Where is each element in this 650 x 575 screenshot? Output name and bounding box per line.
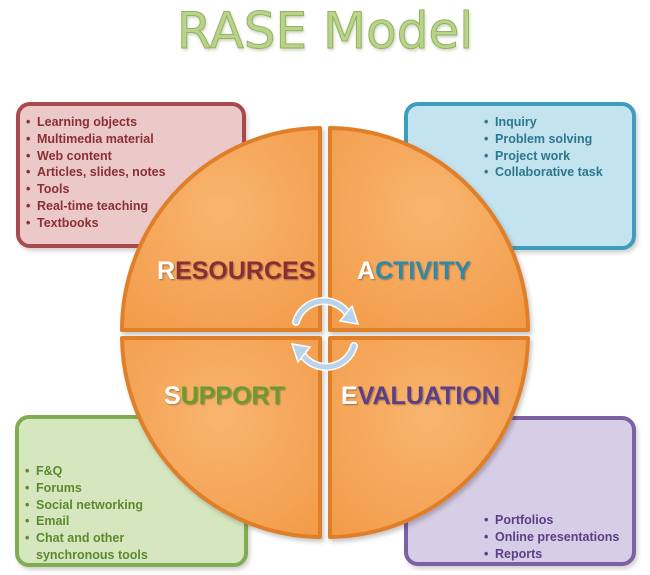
list-item: Real-time teaching: [26, 198, 166, 215]
list-item: Collaborative task: [484, 164, 603, 181]
list-item: Inquiry: [484, 114, 603, 131]
list-item: Online presentations: [484, 529, 619, 546]
list-item: Social networking: [25, 497, 148, 514]
list-item: Chat and other: [25, 530, 148, 547]
list-item: Textbooks: [26, 215, 166, 232]
evaluation-list: Portfolios Online presentations Reports: [484, 512, 619, 562]
evaluation-label: EVALUATION: [341, 382, 500, 410]
activity-segment: [328, 126, 530, 332]
activity-list: Inquiry Problem solving Project work Col…: [484, 114, 603, 181]
activity-label: ACTIVITY: [357, 257, 471, 285]
list-item: Learning objects: [26, 114, 166, 131]
list-item: Forums: [25, 480, 148, 497]
resources-list: Learning objects Multimedia material Web…: [26, 114, 166, 232]
list-item: Project work: [484, 148, 603, 165]
list-item: Portfolios: [484, 512, 619, 529]
list-item: Articles, slides, notes: [26, 164, 166, 181]
list-item: Reports: [484, 546, 619, 563]
support-list: F&Q Forums Social networking Email Chat …: [25, 463, 148, 564]
list-item: F&Q: [25, 463, 148, 480]
list-item: Web content: [26, 148, 166, 165]
cycle-arrows-icon: [290, 297, 360, 371]
resources-label: RESOURCES: [157, 257, 315, 285]
list-item: Problem solving: [484, 131, 603, 148]
list-item: synchronous tools: [36, 547, 148, 562]
list-item: Email: [25, 513, 148, 530]
resources-segment: [120, 126, 322, 332]
list-item: Multimedia material: [26, 131, 166, 148]
list-item: Tools: [26, 181, 166, 198]
page-title: RASE Model: [176, 2, 474, 61]
support-label: SUPPORT: [164, 382, 285, 410]
support-segment: [120, 336, 322, 539]
evaluation-segment: [328, 336, 530, 539]
